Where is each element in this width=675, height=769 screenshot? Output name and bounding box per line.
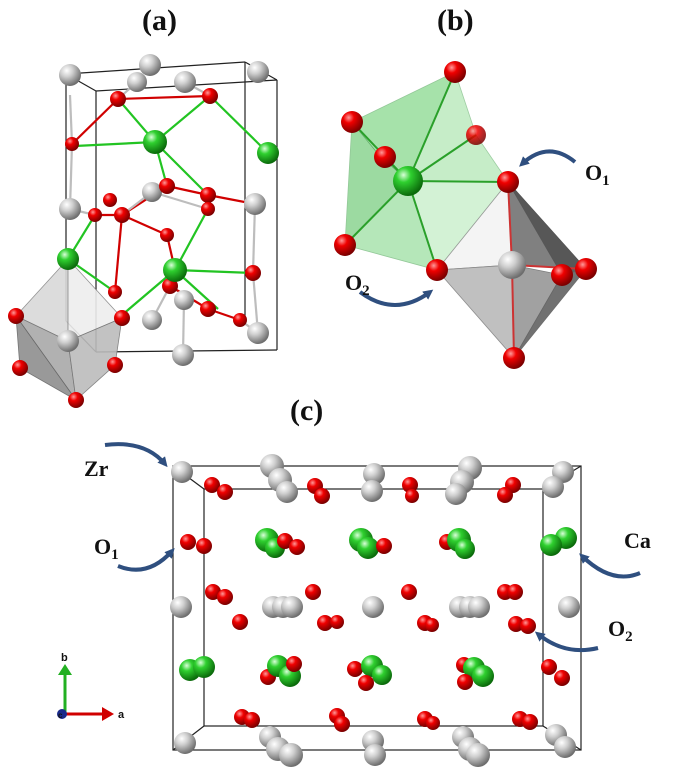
b-o2-subscript: 2 [362,283,370,299]
panel-a-zr-octahedron [15,257,123,401]
panel-c-ca-annotation: Ca [579,528,651,579]
b-o2-label: O [345,270,362,295]
axis-triad: b a c [57,652,125,721]
axis-a-label: a [118,709,125,721]
c-o1-label: O [94,534,111,559]
svg-text:O2: O2 [608,616,633,645]
panel-a-label: (a) [142,4,177,37]
panel-b-label: (b) [437,4,474,37]
panel-b-atoms [334,61,597,369]
c-o2-subscript: 2 [625,629,633,645]
c-ca-label: Ca [624,528,651,553]
c-o2-label: O [608,616,625,641]
panel-a-atoms [8,54,279,408]
panel-c-o2-annotation: O2 [534,616,633,653]
c-o1-subscript: 1 [111,547,119,563]
panel-c-atoms [170,454,580,767]
axis-c-label: c [58,711,63,720]
axis-b-label: b [61,652,68,664]
svg-text:O2: O2 [345,270,370,299]
b-o1-subscript: 1 [602,173,610,189]
panel-b: (b) [334,4,610,369]
svg-text:O1: O1 [585,160,610,189]
b-o1-label: O [585,160,602,185]
panel-c-zr-annotation: Zr [84,442,168,481]
panel-b-ca-polyhedron [344,70,509,271]
panel-a: (a) [8,4,279,408]
svg-text:O1: O1 [94,534,119,563]
panel-b-o2-annotation: O2 [345,270,434,307]
panel-b-o1-annotation: O1 [519,149,610,189]
panel-c-o1-annotation: O1 [94,534,175,572]
c-zr-label: Zr [84,456,109,481]
panel-b-zr-octahedron [436,180,588,360]
panel-c: (c) [57,394,651,767]
panel-c-label: (c) [290,394,323,427]
